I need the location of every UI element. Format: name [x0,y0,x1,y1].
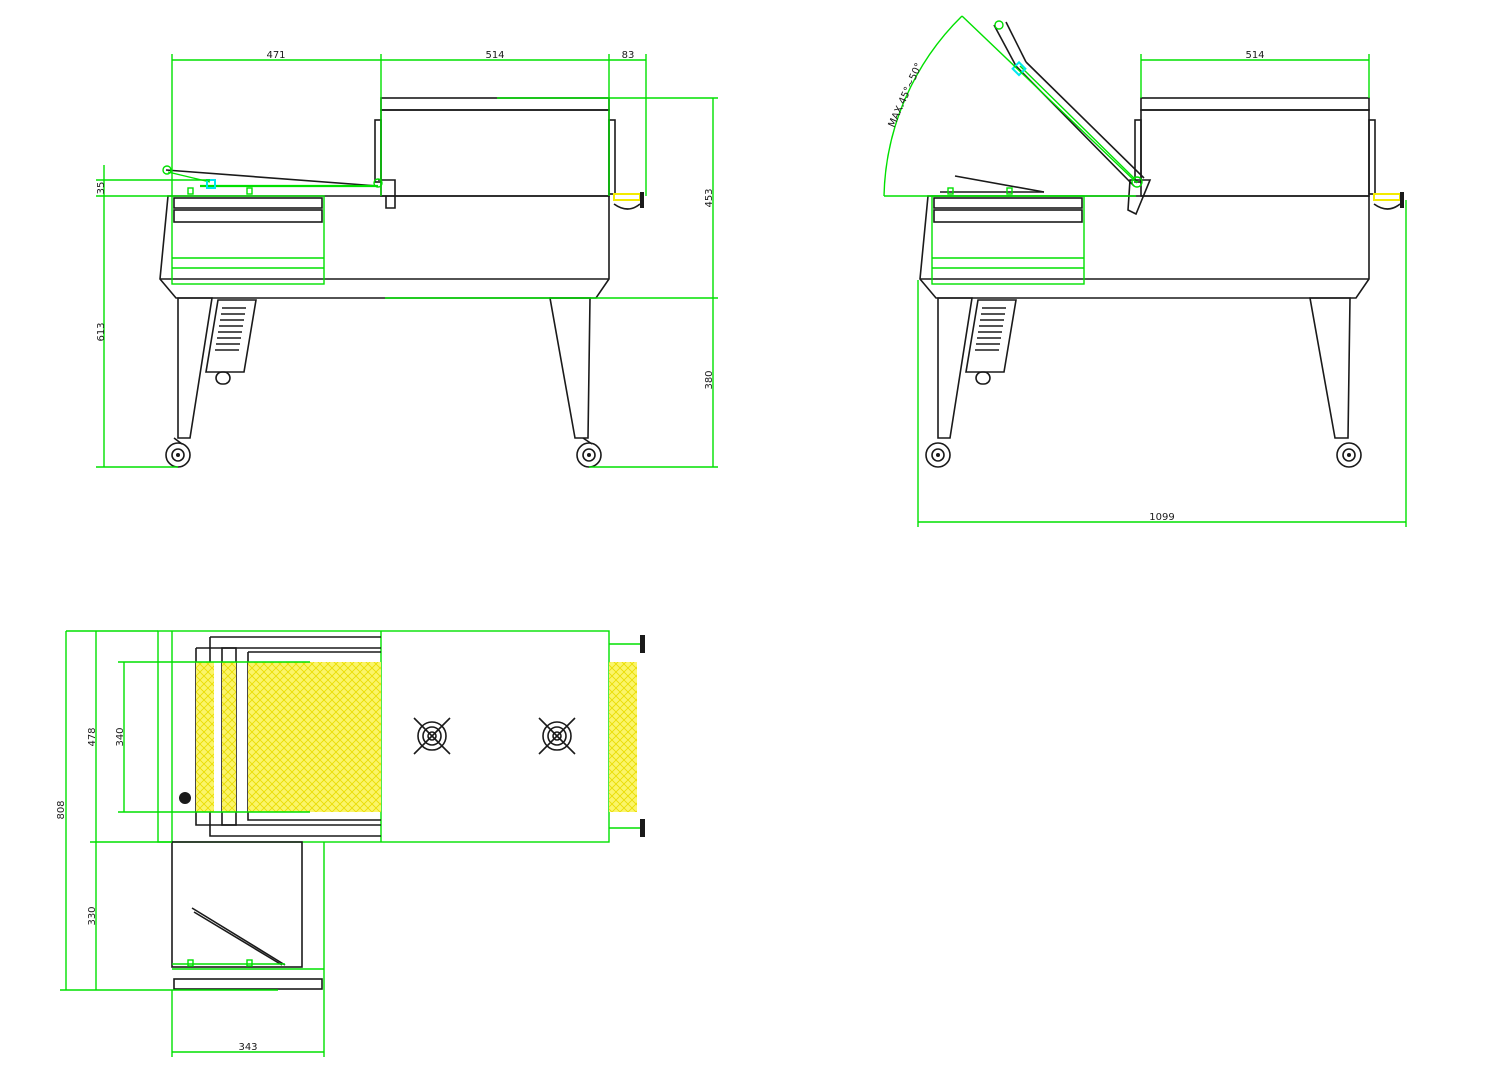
side-view-closed: 471 514 83 35 613 453 380 [96,50,718,468]
arm-handle-knob [162,165,172,175]
film-tray [954,175,1045,193]
arm-hinge-bracket [378,179,396,209]
machine-frame [159,195,610,299]
vent-slots [215,307,246,351]
leg-left [177,297,213,439]
dimension-lines [60,630,325,1057]
machine-frame [919,195,1370,299]
film-holder [171,841,303,968]
tunnel-curtain-left [374,119,382,183]
dim-tunnel-length: 514 [1245,50,1264,61]
opening-angle-arc [883,15,1138,197]
dim-overall-length: 1099 [1149,512,1174,523]
film-area-outlet [609,662,637,812]
caster-left [165,437,191,468]
handle-bottom [609,819,645,837]
fan-housing [205,299,257,373]
dimension-lines [917,54,1407,527]
conveyor-handle [613,193,641,201]
film-roll-bar [173,978,323,990]
fan-grille-right [538,717,576,755]
fan-grille-left [413,717,451,755]
fan-housing [965,299,1017,373]
caster-right [576,437,602,468]
sealing-bar [173,197,323,209]
dim-film-holder-depth: 330 [87,906,98,925]
side-view-open: MAX.45°~50° 514 1099 [883,15,1407,527]
dim-tunnel-length: 514 [485,50,504,61]
tunnel-body [1140,109,1370,197]
tunnel-body [380,109,610,197]
dim-hood-length: 471 [266,50,285,61]
dimension-lines [96,54,718,468]
film-area-sealing [248,662,381,812]
dim-handle-offset: 83 [622,50,635,61]
dim-hood-height: 35 [96,182,107,195]
film-area-left-strip [196,662,214,812]
tunnel-curtain-right [608,119,616,195]
top-view: 808 478 340 330 343 [56,630,645,1057]
handle-top [609,635,645,653]
dim-body-width: 478 [87,727,98,746]
handle-knob [640,192,644,208]
tunnel-roof [380,97,610,111]
sealing-arm [165,169,379,187]
sealing-area-outline [171,195,325,285]
dim-opening-width: 340 [115,727,126,746]
dim-table-height: 613 [96,322,107,341]
opening-angle-label: MAX.45°~50° [887,61,925,129]
control-knob [179,792,191,804]
caster-right [1336,442,1362,468]
dim-film-holder-width: 343 [238,1042,257,1053]
dim-leg-height: 380 [704,370,715,389]
caster-left [925,442,951,468]
sealing-arm-raised [993,20,1152,216]
leg-right [549,297,591,439]
dim-tunnel-height: 453 [704,188,715,207]
arm-pivot-marker [206,179,216,189]
film-roll-guide [191,907,286,966]
dim-overall-width: 808 [56,800,67,819]
